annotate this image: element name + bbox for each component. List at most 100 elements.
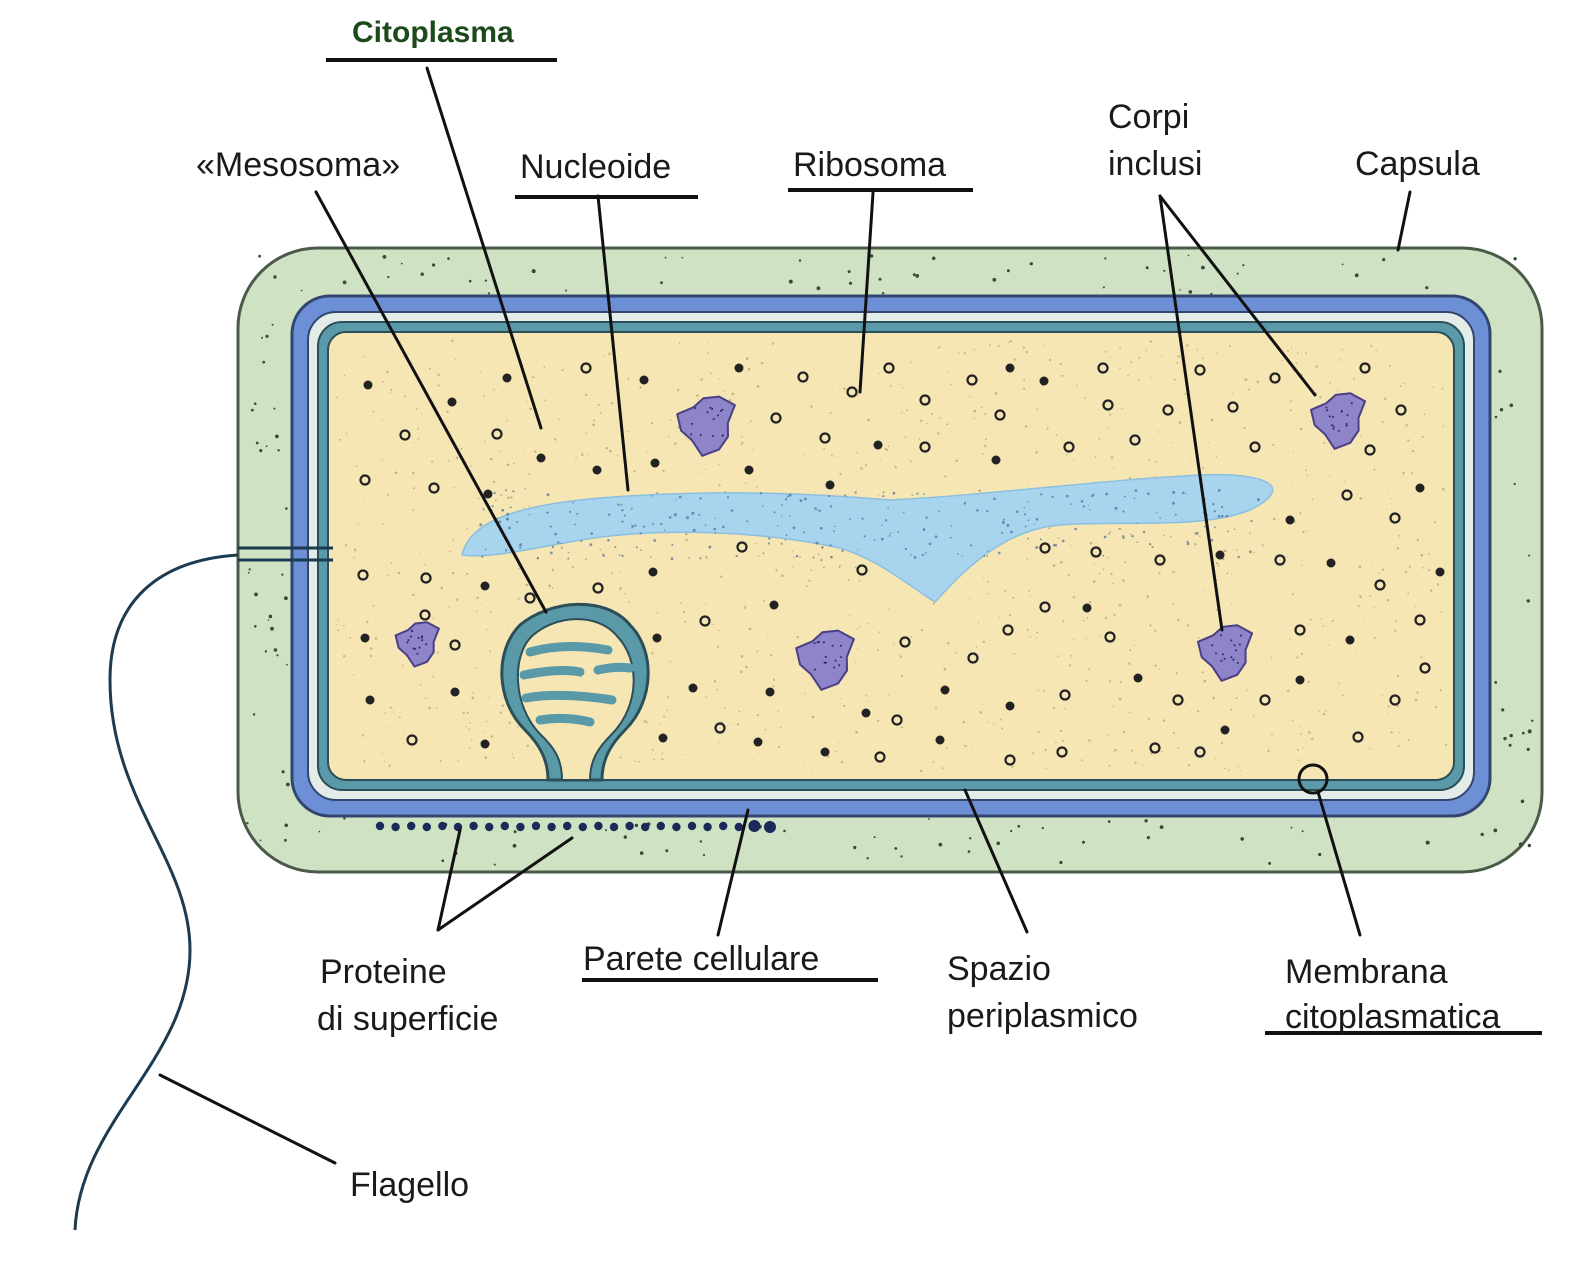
cytoplasm-speck [386,493,389,496]
cytoplasm-speck [403,729,405,731]
cytoplasm-speck [947,642,950,645]
cytoplasm-speck [656,612,658,614]
cytoplasm-speck [894,466,897,469]
capsule-speck [277,449,280,452]
ribosome [797,371,809,383]
surface-protein [500,821,509,831]
cytoplasm-speck [471,739,473,741]
cytoplasm-speck [1322,713,1326,716]
cytoplasm-speck [548,584,551,587]
cytoplasm-speck [1416,538,1419,541]
cytoplasm-speck [847,578,850,581]
cytoplasm-speck [984,438,987,441]
nucleoid-speck [634,524,637,527]
ribosome [502,373,512,383]
capsule-speck [660,281,663,285]
ribosome [991,455,1001,465]
surface-protein [547,822,556,832]
nucleoid-speck [1070,503,1072,505]
surface-protein [438,821,447,831]
cytoplasm-speck [1289,400,1292,403]
cytoplasm-speck [1331,452,1333,454]
cytoplasm-speck [1181,596,1183,598]
capsule-speck [275,434,279,439]
capsule-speck [387,275,390,279]
nucleoid-speck [516,521,519,523]
cytoplasm-speck [489,650,492,653]
cytoplasm-speck [1098,438,1101,440]
cytoplasm-speck [1197,636,1200,639]
capsule-speck [1017,824,1021,828]
ribosome [1227,401,1239,413]
nucleoid-speck [1237,555,1240,559]
ribosome [1149,742,1161,754]
cytoplasm-speck [730,723,732,725]
nucleoid-speck [491,505,494,508]
cytoplasm-speck [745,604,747,606]
cytoplasm-speck [528,472,531,475]
capsule-speck [605,829,607,832]
ribosome [1326,558,1336,568]
nucleoid-speck [652,522,655,525]
cytoplasm-speck [1398,534,1401,537]
cytoplasm-speck [501,704,504,707]
cytoplasm-speck [1035,451,1038,454]
cytoplasm-speck [528,505,530,507]
ribosome [919,441,931,453]
cytoplasm-speck [749,421,751,423]
cytoplasm-speck [1173,732,1175,734]
capsule-speck [1498,369,1502,373]
ribosome [420,572,432,584]
nucleoid-speck [1133,497,1136,500]
nucleoid-speck [546,493,550,497]
cytoplasm-speck [948,371,950,373]
cytoplasm-speck [666,696,669,699]
ribosome [699,615,711,627]
nucleoid-speck [572,501,574,504]
ribosome [1090,546,1102,558]
cytoplasm-speck [910,361,912,363]
capsule-speck [400,262,403,265]
nucleoid-texture [479,489,1260,561]
cytoplasm-speck [381,459,383,461]
nucleoid-speck [1065,494,1069,498]
cytoplasm-speck [669,660,672,663]
nucleoid-speck [660,523,663,526]
nucleoid-speck [724,491,726,493]
cytoplasm-speck [811,715,815,719]
cytoplasm-speck [394,471,398,475]
cytoplasm-speck [1161,750,1163,753]
cytoplasm-speck [808,579,811,582]
nucleoid-speck [861,517,864,520]
capsule-speck [1501,708,1505,712]
cytoplasm-speck [906,357,908,359]
cytoplasm-speck [1085,637,1088,640]
nucleoid-speck [561,546,563,549]
cytoplasm-speck [843,704,846,707]
cytoplasm-speck [898,383,900,385]
ribosome [966,374,978,386]
cytoplasm-speck [855,731,858,734]
cytoplasm-speck [1046,427,1049,430]
ribosome [1374,579,1386,591]
cytoplasm-speck [1149,624,1152,627]
cytoplasm-speck [524,487,527,490]
capsule-speck [565,289,568,292]
capsule-speck [1520,799,1525,804]
cytoplasm-speck [1442,487,1445,491]
cytoplasm-speck [489,457,493,461]
cytoplasm-speck [814,491,816,493]
cytoplasm-speck [1148,458,1151,461]
nucleoid-speck [1027,519,1030,521]
nucleoid-speck [854,491,857,494]
ribosome [1352,731,1364,743]
cytoplasm-speck [999,718,1002,721]
nucleoid-speck [508,526,511,530]
cytoplasm-speck [402,743,405,745]
cytoplasm-speck [526,744,529,747]
capsule-speck [1526,599,1531,603]
capsule-speck [634,823,639,828]
cytoplasm-speck [1094,456,1097,458]
cytoplasm-speck [860,467,863,470]
cytoplasm-speck [575,457,577,459]
